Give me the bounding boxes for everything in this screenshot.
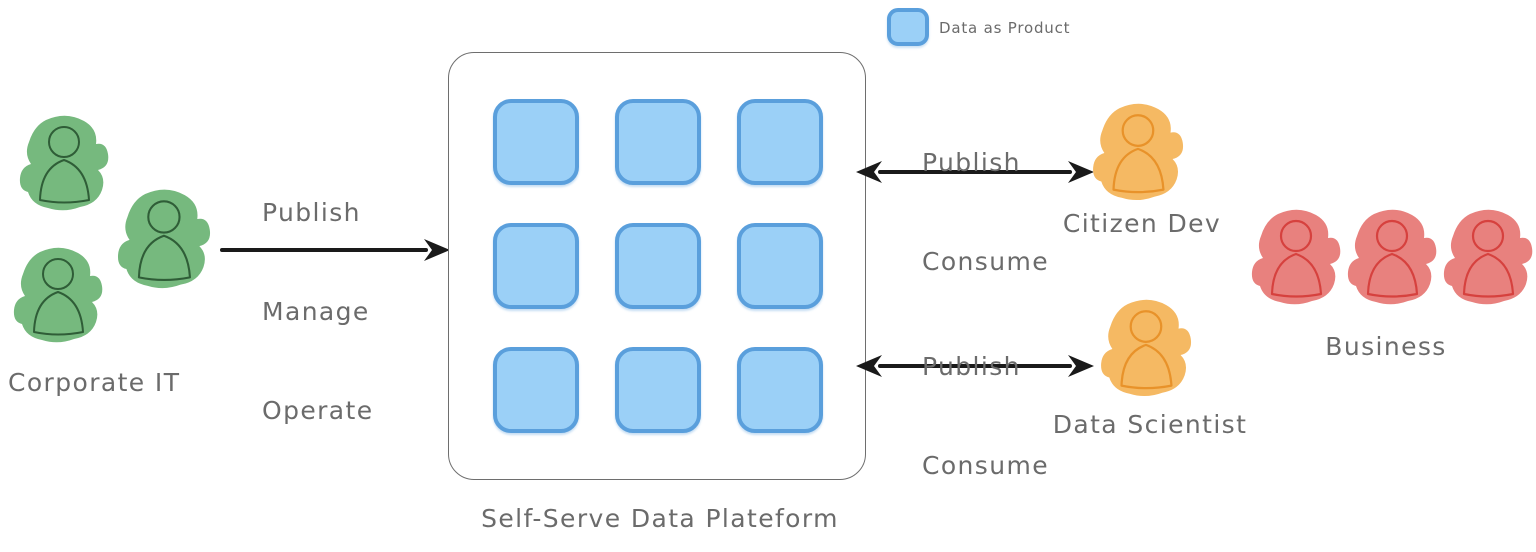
- flow-label-line-consume: Consume: [922, 451, 1049, 480]
- person-icon-corporate-it-1: [18, 112, 114, 222]
- data-product-tile[interactable]: [737, 99, 823, 185]
- flow-label-platform-to-citizen-dev: Publish Consume: [922, 80, 1049, 344]
- group-label-citizen-dev: Citizen Dev: [1062, 209, 1222, 238]
- flow-label-line-consume: Consume: [922, 247, 1049, 276]
- data-product-tile[interactable]: [615, 99, 701, 185]
- data-product-grid: [493, 99, 823, 433]
- legend-swatch-data-as-product: [887, 8, 929, 46]
- arrow-it-to-platform: [220, 236, 452, 264]
- flow-label-line-manage: Manage: [262, 297, 370, 326]
- flow-label-line-operate: Operate: [262, 396, 374, 425]
- flow-label-platform-to-data-scientist: Publish Consume: [922, 284, 1049, 548]
- person-icon-citizen-dev: [1090, 100, 1190, 212]
- data-product-tile[interactable]: [493, 347, 579, 433]
- person-icon-data-scientist: [1098, 296, 1198, 408]
- person-icon-business-2: [1346, 206, 1442, 316]
- arrow-platform-to-citizen-dev: [856, 158, 1094, 186]
- self-serve-data-platform-container: [448, 52, 866, 480]
- person-icon-business-3: [1442, 206, 1536, 316]
- data-product-tile[interactable]: [493, 99, 579, 185]
- data-product-tile[interactable]: [737, 223, 823, 309]
- flow-label-line-publish: Publish: [922, 352, 1021, 381]
- flow-label-line-publish: Publish: [922, 148, 1021, 177]
- data-product-tile[interactable]: [615, 347, 701, 433]
- data-product-tile[interactable]: [737, 347, 823, 433]
- legend-label-data-as-product: Data as Product: [939, 19, 1071, 37]
- group-label-data-scientist: Data Scientist: [1052, 410, 1248, 439]
- flow-label-it-to-platform: Publish Manage Operate: [262, 130, 374, 493]
- data-product-tile[interactable]: [493, 223, 579, 309]
- person-icon-business-1: [1250, 206, 1346, 316]
- arrow-platform-to-data-scientist: [856, 352, 1094, 380]
- platform-label: Self-Serve Data Plateform: [481, 504, 839, 533]
- person-icon-corporate-it-2: [12, 244, 108, 354]
- person-icon-corporate-it-3: [116, 185, 216, 301]
- flow-label-line-publish: Publish: [262, 198, 361, 227]
- data-product-tile[interactable]: [615, 223, 701, 309]
- group-label-corporate-it: Corporate IT: [8, 368, 181, 397]
- group-label-business: Business: [1325, 332, 1447, 361]
